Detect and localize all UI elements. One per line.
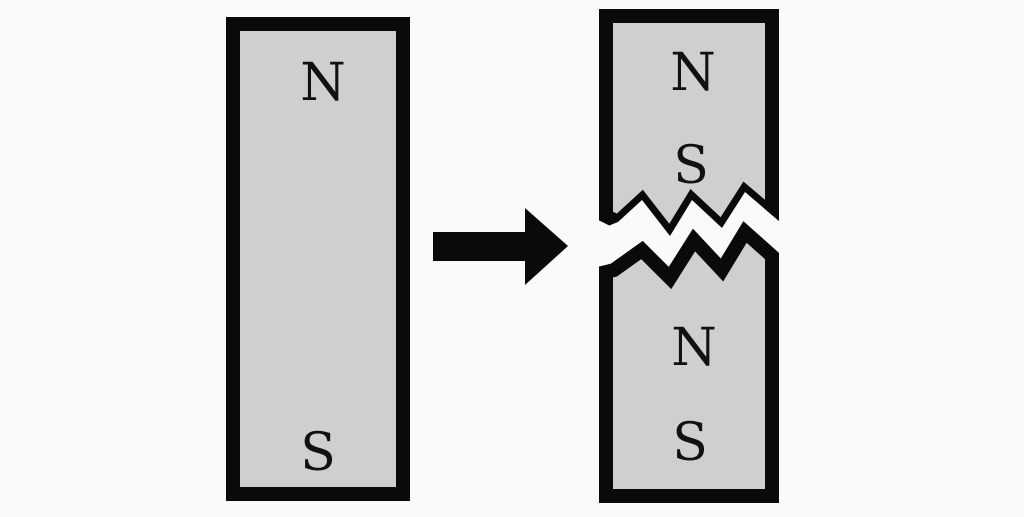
upper-piece-north-label: N bbox=[670, 43, 716, 103]
upper-piece-south-label: S bbox=[673, 136, 709, 196]
whole-magnet-north-label: N bbox=[300, 53, 346, 113]
right-arrow-icon bbox=[433, 208, 568, 285]
upper-magnet-piece: N S bbox=[599, 9, 779, 249]
lower-piece-south-label: S bbox=[672, 413, 708, 473]
lower-magnet-piece: N S bbox=[599, 221, 779, 503]
whole-magnet-south-label: S bbox=[300, 423, 336, 483]
whole-magnet-body bbox=[226, 17, 410, 501]
broken-magnet: N S N S bbox=[598, 9, 780, 503]
lower-piece-north-label: N bbox=[671, 318, 717, 378]
lower-magnet-piece-body bbox=[599, 221, 779, 503]
whole-magnet: N S bbox=[226, 17, 410, 501]
